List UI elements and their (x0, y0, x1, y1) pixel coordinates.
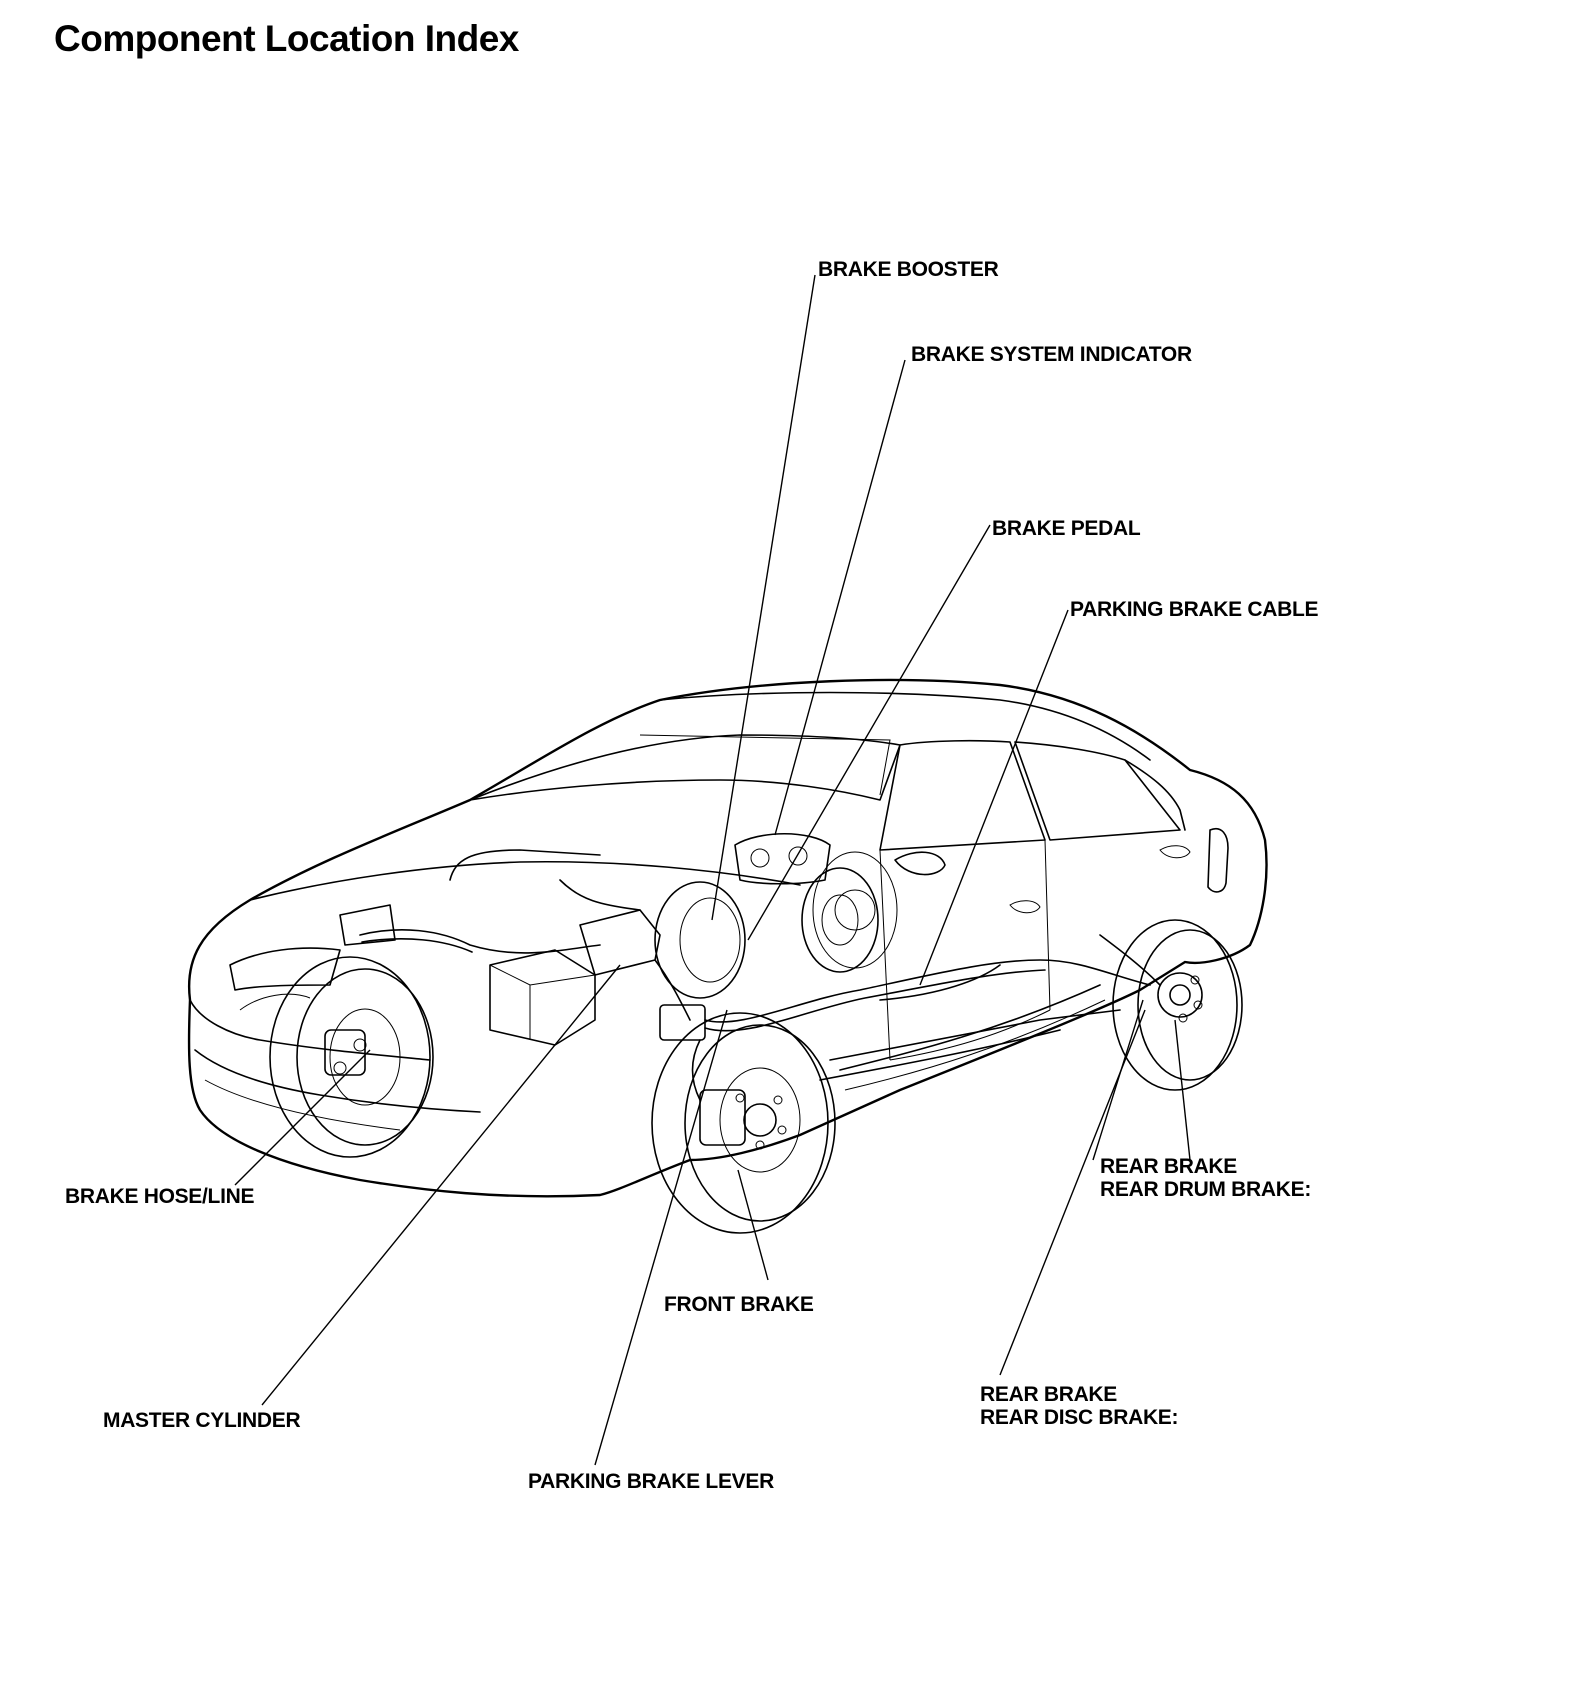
label-rear-disc-brake-line1: REAR BRAKE (980, 1383, 1118, 1406)
label-brake-system-indicator: BRAKE SYSTEM INDICATOR (911, 343, 1192, 366)
rear-left-wheel (812, 851, 898, 969)
label-rear-drum-brake-line1: REAR BRAKE (1100, 1155, 1238, 1178)
car-body-outline (187, 678, 1268, 1198)
label-rear-drum-brake-line2: REAR DRUM BRAKE: (1100, 1178, 1312, 1201)
engine-bay-components (339, 833, 879, 1046)
label-front-brake: FRONT BRAKE (664, 1293, 814, 1316)
front-right-wheel (651, 1012, 836, 1234)
label-rear-drum-brake: REAR BRAKE REAR DRUM BRAKE: (1100, 1155, 1311, 1201)
label-rear-disc-brake-line2: REAR DISC BRAKE: (980, 1406, 1179, 1429)
label-parking-brake-cable: PARKING BRAKE CABLE (1070, 598, 1319, 621)
label-brake-booster: BRAKE BOOSTER (818, 258, 999, 281)
page-title: Component Location Index (54, 18, 519, 59)
callout-leaders (234, 274, 1191, 1466)
label-master-cylinder: MASTER CYLINDER (103, 1409, 301, 1432)
label-parking-brake-lever: PARKING BRAKE LEVER (528, 1470, 774, 1493)
label-rear-disc-brake: REAR BRAKE REAR DISC BRAKE: (980, 1383, 1179, 1429)
brake-lines (359, 849, 1161, 1101)
rear-right-wheel (1112, 919, 1243, 1091)
label-brake-hose-line: BRAKE HOSE/LINE (65, 1185, 255, 1208)
front-left-wheel (269, 956, 434, 1158)
label-brake-pedal: BRAKE PEDAL (992, 517, 1141, 540)
